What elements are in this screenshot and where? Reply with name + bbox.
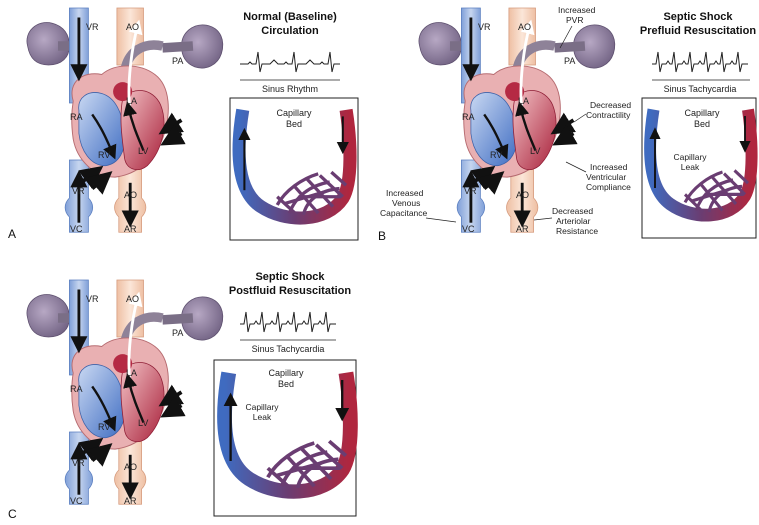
label-ra-b: RA <box>462 112 475 122</box>
label-ao-c: AO <box>126 294 139 304</box>
ann-contractility-2: Contractility <box>586 110 631 120</box>
label-lv-c: LV <box>138 418 148 428</box>
capillary-label-b-1: Capillary <box>684 108 720 118</box>
label-la-c: LA <box>126 368 137 378</box>
label-vc: VC <box>70 224 83 234</box>
label-la: LA <box>126 96 137 106</box>
panel-letter-b: B <box>378 229 386 243</box>
label-rv-b: RV <box>490 150 502 160</box>
label-ar-b: AR <box>516 224 529 234</box>
panel-c-title-2: Postfluid Resuscitation <box>229 285 352 297</box>
label-lv-b: LV <box>530 146 540 156</box>
leak-label-b-1: Capillary <box>673 152 707 162</box>
panel-c: VR AO PA LA RA RV LV VR AO VC AR Septic … <box>8 271 356 521</box>
label-vr-lower: VR <box>72 186 85 196</box>
label-ao-lower-c: AO <box>124 462 137 472</box>
panel-letter-a: A <box>8 227 16 241</box>
capillary-label-b-2: Bed <box>694 119 710 129</box>
ann-arteriolar-2: Arteriolar <box>556 216 591 226</box>
ann-venous-3: Capacitance <box>380 208 428 218</box>
label-rv-c: RV <box>98 422 110 432</box>
label-ar-c: AR <box>124 496 137 506</box>
label-ar: AR <box>124 224 137 234</box>
ann-pvr-2: PVR <box>566 15 583 25</box>
panel-a-title-1: Normal (Baseline) <box>243 11 337 23</box>
ann-contractility-1: Decreased <box>590 100 631 110</box>
label-la-b: LA <box>518 96 529 106</box>
ann-arteriolar-1: Decreased <box>552 206 593 216</box>
ann-venous-1: Increased <box>386 188 424 198</box>
label-vr-c: VR <box>86 294 99 304</box>
rhythm-label-b: Sinus Tachycardia <box>664 84 737 94</box>
label-vr-lower-b: VR <box>464 186 477 196</box>
label-rv: RV <box>98 150 110 160</box>
label-ao-lower-b: AO <box>516 190 529 200</box>
panel-b-title-1: Septic Shock <box>663 11 733 23</box>
panel-b: VR AO PA LA RA RV LV VR AO VC AR Increas… <box>378 5 756 243</box>
panel-c-title-1: Septic Shock <box>255 271 325 283</box>
leak-label-b-2: Leak <box>681 162 700 172</box>
label-ao: AO <box>126 22 139 32</box>
label-vr: VR <box>86 22 99 32</box>
ann-compliance-3: Compliance <box>586 182 631 192</box>
label-vr-b: VR <box>478 22 491 32</box>
label-ao-b: AO <box>518 22 531 32</box>
ecg-trace-a <box>240 52 340 72</box>
ann-arteriolar-3: Resistance <box>556 226 598 236</box>
label-lv: LV <box>138 146 148 156</box>
panel-b-title-2: Prefluid Resuscitation <box>640 25 756 37</box>
label-vc-c: VC <box>70 496 83 506</box>
capillary-label-a-1: Capillary <box>276 108 312 118</box>
rhythm-label-c: Sinus Tachycardia <box>252 344 325 354</box>
ann-pvr-1: Increased <box>558 5 596 15</box>
capillary-label-c-1: Capillary <box>268 368 304 378</box>
label-pa-c: PA <box>172 328 183 338</box>
rhythm-label-a: Sinus Rhythm <box>262 84 318 94</box>
ann-compliance-2: Ventricular <box>586 172 626 182</box>
ecg-trace-c <box>240 312 336 332</box>
label-ra: RA <box>70 112 83 122</box>
label-pa: PA <box>172 56 183 66</box>
ann-compliance-1: Increased <box>590 162 628 172</box>
panel-a-title-2: Circulation <box>261 25 319 37</box>
leak-label-c-1: Capillary <box>245 402 279 412</box>
label-vc-b: VC <box>462 224 475 234</box>
label-pa-b: PA <box>564 56 575 66</box>
label-vr-lower-c: VR <box>72 458 85 468</box>
ann-venous-2: Venous <box>392 198 420 208</box>
label-ra-c: RA <box>70 384 83 394</box>
capillary-label-c-2: Bed <box>278 379 294 389</box>
leak-label-c-2: Leak <box>253 412 272 422</box>
ecg-trace-b <box>652 52 748 72</box>
panel-a: VR AO PA LA RA RV LV VR AO VC AR Normal … <box>8 8 358 241</box>
capillary-label-a-2: Bed <box>286 119 302 129</box>
panel-letter-c: C <box>8 507 17 521</box>
label-ao-lower: AO <box>124 190 137 200</box>
